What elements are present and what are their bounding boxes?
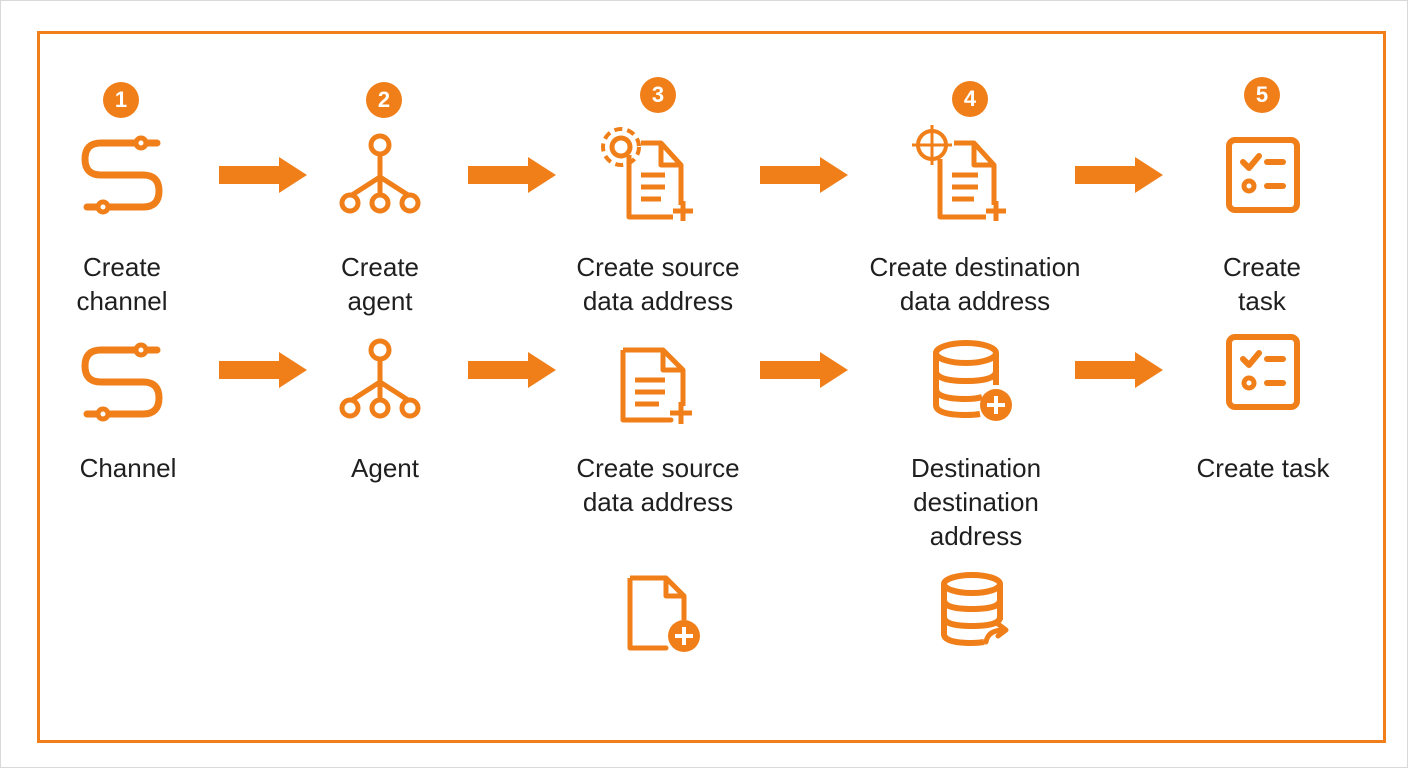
arrow-1-2 [219, 157, 307, 193]
arrow-2-row-1 [219, 352, 307, 388]
agent-hierarchy-icon [338, 338, 422, 422]
row2-label-1: Channel [79, 453, 177, 483]
channel-icon [77, 135, 167, 215]
row2-label-4: Destination destination address [910, 453, 1042, 551]
step-4-badge: 4 [952, 81, 988, 117]
row2-label-2: Agent [351, 453, 419, 483]
arrow-2-row-3 [760, 352, 848, 388]
file-add-icon [626, 574, 706, 654]
agent-hierarchy-icon [338, 133, 422, 217]
row2-label-5: Create task [1196, 453, 1330, 483]
arrow-4-5 [1075, 157, 1163, 193]
task-checklist-icon [1225, 333, 1301, 411]
diagram-frame [37, 31, 1386, 743]
step-2-label: Create agent [340, 252, 420, 316]
step-1-badge: 1 [103, 82, 139, 118]
channel-icon [77, 342, 167, 422]
database-share-icon [938, 572, 1018, 652]
arrow-2-row-2 [468, 352, 556, 388]
step-5-badge: 5 [1244, 77, 1280, 113]
step-1-label: Create channel [76, 252, 168, 316]
source-document-add-icon [597, 125, 697, 225]
document-add-icon [619, 346, 695, 426]
task-checklist-icon [1225, 136, 1301, 214]
arrow-2-3 [468, 157, 556, 193]
step-5-label: Create task [1222, 252, 1302, 316]
row2-label-3: Create source data address [576, 453, 740, 517]
step-4-label: Create destination data address [869, 252, 1081, 316]
target-document-add-icon [910, 125, 1010, 225]
step-3-badge: 3 [640, 77, 676, 113]
arrow-3-4 [760, 157, 848, 193]
arrow-2-row-4 [1075, 352, 1163, 388]
step-3-label: Create source data address [576, 252, 740, 316]
database-add-icon [928, 339, 1018, 425]
step-2-badge: 2 [366, 82, 402, 118]
